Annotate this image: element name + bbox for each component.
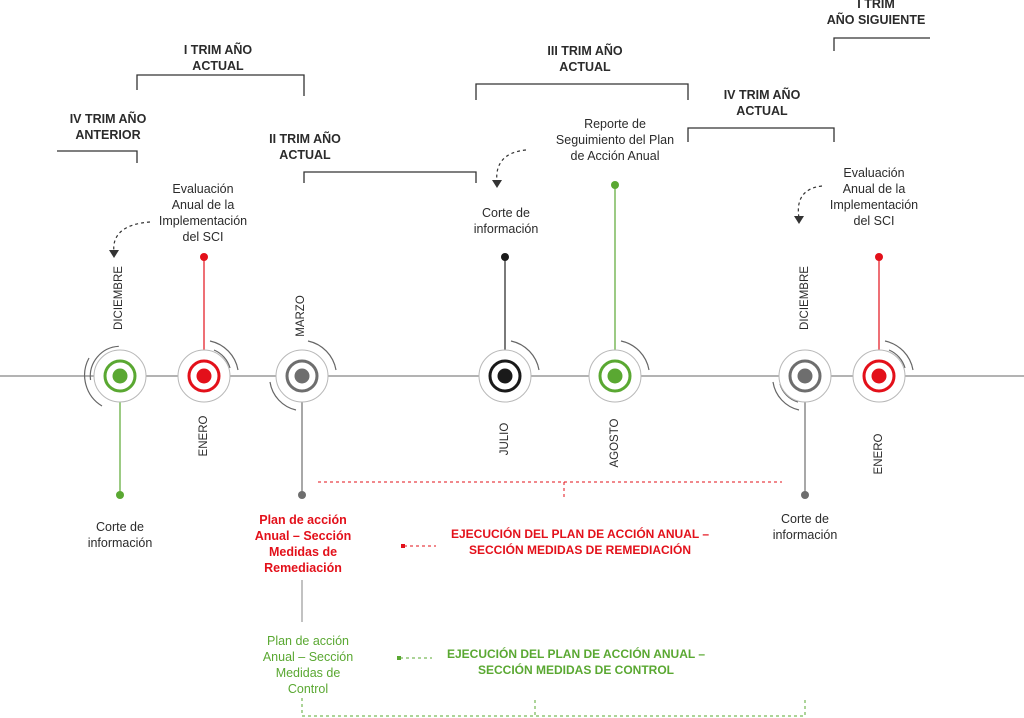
note-corte-diciembre-1: Corte de información — [87, 520, 153, 550]
quarter-ii-current: II TRIM AÑO ACTUAL — [269, 132, 341, 162]
dot-julio — [501, 253, 509, 261]
month-enero-1: ENERO — [198, 415, 210, 457]
bracket-i-current — [136, 74, 305, 96]
quarter-iv-prev: IV TRIM AÑO ANTERIOR — [69, 112, 147, 142]
bracket-iv-prev — [57, 150, 138, 163]
note-reporte: Reporte de Seguimiento del Plan de Acció… — [555, 117, 675, 163]
month-enero-2: ENERO — [873, 433, 885, 475]
dot-agosto — [611, 181, 619, 189]
bracket-iii-current — [475, 83, 689, 100]
arrow-evaluacion-1-head — [109, 250, 119, 258]
quarter-i-next: I TRIM AÑO SIGUIENTE — [826, 0, 926, 27]
node-enero-1 — [177, 340, 239, 403]
plan-control: Plan de acción Anual – Sección Medidas d… — [262, 634, 354, 696]
quarter-i-current: I TRIM AÑO ACTUAL — [183, 43, 253, 73]
dot-marzo — [298, 491, 306, 499]
note-corte-diciembre-2: Corte de información — [772, 512, 838, 542]
plan-remediacion: Plan de acción Anual – Sección Medidas d… — [254, 513, 352, 575]
month-diciembre-2: DICIEMBRE — [799, 266, 811, 330]
quarter-iii-current: III TRIM AÑO ACTUAL — [547, 44, 623, 74]
month-marzo: MARZO — [295, 295, 307, 337]
exec-green-span — [301, 698, 806, 717]
node-diciembre-2 — [772, 349, 832, 411]
dot-diciembre-1 — [116, 491, 124, 499]
arrow-evaluacion-2-head — [794, 216, 804, 224]
bracket-ii-current — [303, 171, 477, 183]
month-agosto: AGOSTO — [609, 418, 621, 468]
month-julio: JULIO — [499, 422, 511, 456]
exec-control-label: EJECUCIÓN DEL PLAN DE ACCIÓN ANUAL – SEC… — [446, 647, 706, 677]
exec-remediacion-label: EJECUCIÓN DEL PLAN DE ACCIÓN ANUAL – SEC… — [450, 527, 710, 557]
quarter-iv-current: IV TRIM AÑO ACTUAL — [723, 88, 801, 118]
month-diciembre-1: DICIEMBRE — [113, 266, 125, 330]
node-julio — [478, 340, 540, 403]
dot-diciembre-2 — [801, 491, 809, 499]
bracket-i-next — [833, 37, 930, 51]
node-enero-2 — [852, 340, 914, 403]
node-marzo — [269, 340, 337, 411]
arrow-evaluacion-1 — [113, 221, 151, 253]
node-agosto — [588, 340, 650, 403]
note-evaluacion-1: Evaluación Anual de la Implementación de… — [158, 182, 248, 244]
note-evaluacion-2: Evaluación Anual de la Implementación de… — [829, 166, 919, 228]
bracket-iv-current — [687, 127, 835, 142]
dot-enero-1 — [200, 253, 208, 261]
note-corte-julio: Corte de información — [473, 206, 539, 236]
node-diciembre-1 — [84, 345, 147, 407]
dot-enero-2 — [875, 253, 883, 261]
arrow-corte-julio — [496, 149, 527, 183]
arrow-corte-julio-head — [492, 180, 502, 188]
